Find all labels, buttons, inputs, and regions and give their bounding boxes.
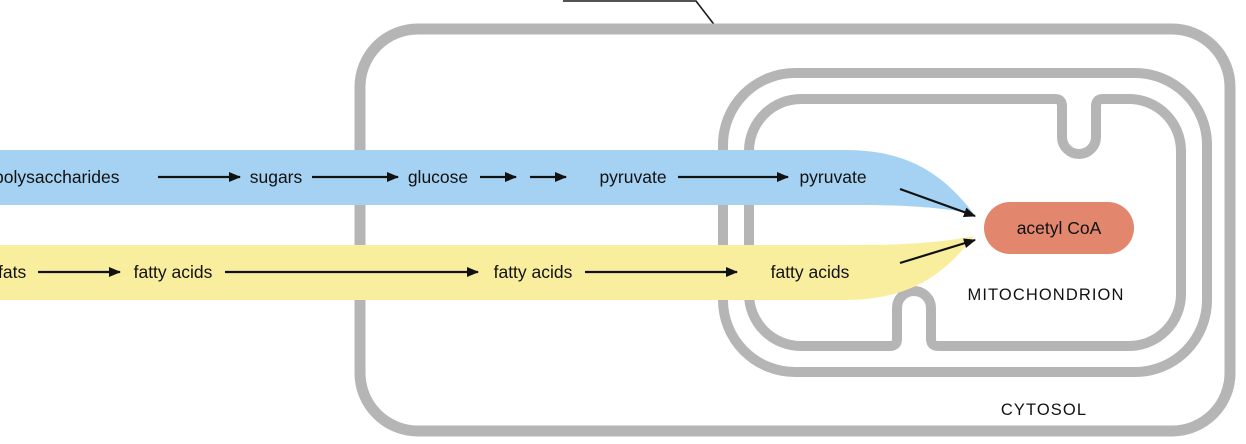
label-mitochondrion: MITOCHONDRION [968,286,1125,304]
label-fatty-acids-1: fatty acids [134,262,213,282]
label-fatty-acids-2: fatty acids [494,262,573,282]
label-pyruvate-1: pyruvate [599,167,666,187]
label-pyruvate-2: pyruvate [799,167,866,187]
label-polysaccharides: polysaccharides [0,167,120,187]
label-cytosol: CYTOSOL [1001,401,1087,419]
label-glucose: glucose [408,167,468,187]
label-fats: fats [0,262,26,282]
membrane-leader-line [563,0,717,28]
label-sugars: sugars [250,167,303,187]
label-acetyl-coa: acetyl CoA [1017,218,1102,238]
mitochondrion-inner-membrane [744,94,1186,351]
label-fatty-acids-3: fatty acids [771,262,850,282]
cell-membrane [354,23,1236,437]
arrow-pyruvate-to-acetyl-coa [899,187,976,218]
fat-pathway-band [0,236,974,300]
acetyl-coa-pill [984,202,1134,254]
arrow-fatty-acids-to-acetyl-coa [899,238,976,265]
carbohydrate-pathway-band [0,150,974,214]
mitochondrion-outer-membrane [718,68,1212,377]
